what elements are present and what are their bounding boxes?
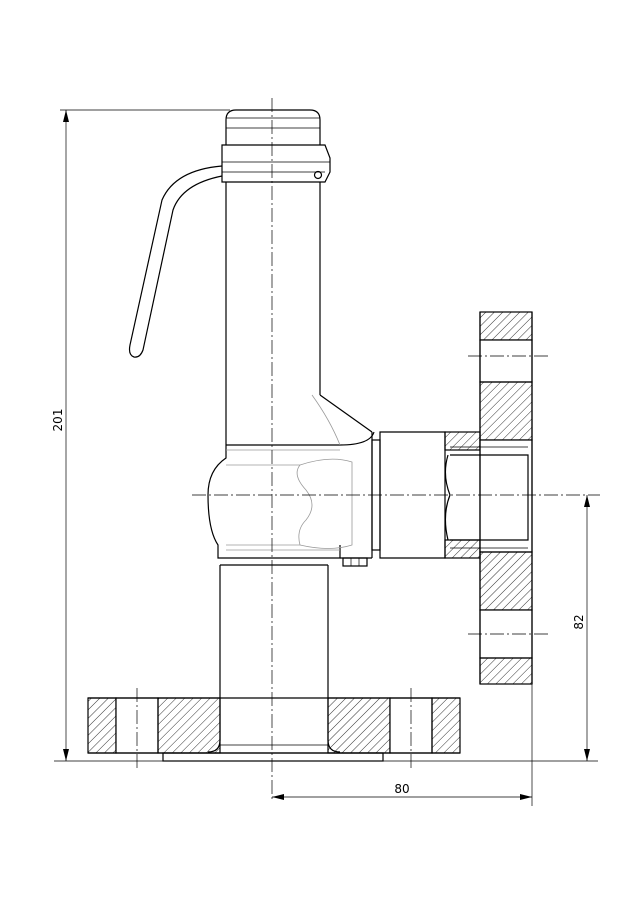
dimension-80-label: 80 xyxy=(394,782,409,796)
cap xyxy=(221,109,331,183)
dimension-height-total: 201 xyxy=(51,109,230,762)
lifting-lever xyxy=(128,165,223,358)
outlet-flange xyxy=(450,311,548,685)
dimension-outlet-height: 82 xyxy=(383,495,598,762)
dimension-outlet-offset: 80 xyxy=(272,684,533,806)
dimension-201-label: 201 xyxy=(51,409,65,432)
dimension-82-label: 82 xyxy=(572,614,586,629)
center-lines xyxy=(192,98,600,800)
bonnet xyxy=(225,182,321,445)
inlet-pipe xyxy=(219,564,329,698)
inlet-flange xyxy=(87,688,461,768)
valve-body xyxy=(207,394,375,567)
